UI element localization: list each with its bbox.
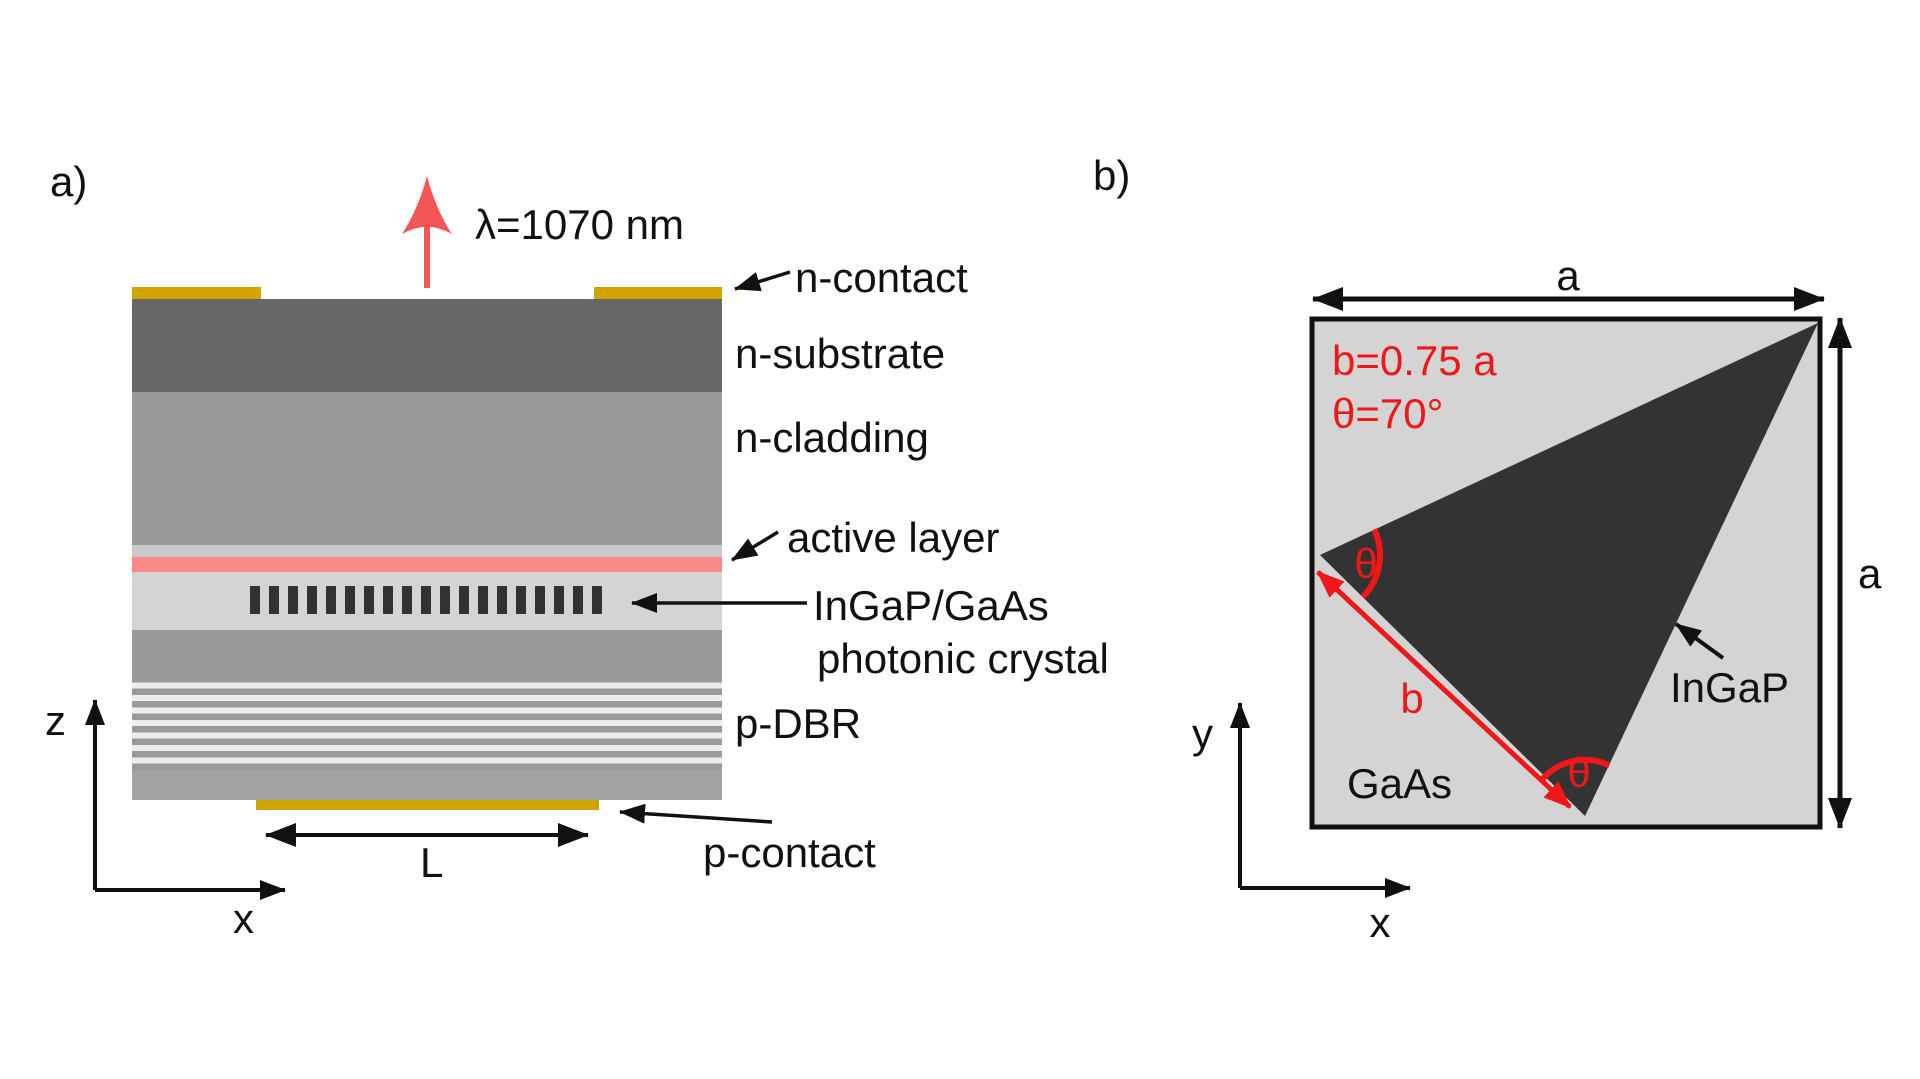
emission-arrow-icon xyxy=(402,176,452,288)
panel-a-axes: z x xyxy=(45,697,286,942)
photonic-crystal-label-line1: InGaP/GaAs xyxy=(813,582,1049,629)
parameter-theta-label: θ=70° xyxy=(1332,390,1443,437)
ingap-label: InGaP xyxy=(1670,664,1789,711)
spacer-layer xyxy=(132,545,722,557)
lattice-constant-label-right: a xyxy=(1858,550,1882,597)
edge-b-label: b xyxy=(1400,675,1423,722)
n-substrate-layer xyxy=(132,299,722,392)
panel-b-axes: y x xyxy=(1192,702,1411,946)
n-contact-bar-right xyxy=(594,287,722,299)
n-contact-label: n-contact xyxy=(795,254,968,301)
p-contact-pointer-icon xyxy=(619,803,773,824)
ingap-pointer-icon xyxy=(1674,622,1725,660)
active-layer-pointer-icon xyxy=(731,530,779,562)
active-layer-label: active layer xyxy=(787,514,999,561)
lattice-constant-label-top: a xyxy=(1556,252,1580,299)
panel-a-tag: a) xyxy=(50,158,87,205)
bottom-layer xyxy=(132,770,722,800)
emission-wavelength-label: λ=1070 nm xyxy=(475,201,684,248)
n-contact-bar-left xyxy=(132,287,261,299)
panel-b-tag: b) xyxy=(1093,152,1130,199)
p-contact-label: p-contact xyxy=(703,829,876,876)
n-cladding-layer xyxy=(132,392,722,545)
layer-labels: n-contact n-substrate n-cladding active … xyxy=(619,254,1109,876)
p-dbr-label: p-DBR xyxy=(735,700,861,747)
n-substrate-label: n-substrate xyxy=(735,330,945,377)
layer-stack xyxy=(132,287,722,810)
panel-a: a) λ=1070 nm n-contact n-substrate n-cla… xyxy=(45,158,1109,942)
z-axis-label: z xyxy=(45,697,66,744)
photonic-crystal-bars xyxy=(250,586,602,614)
p-contact-bar xyxy=(256,800,599,810)
panel-b: b) a a b=0.75 a θ=70° θ θ b InGaP GaAs y xyxy=(1093,152,1882,946)
parameter-b-label: b=0.75 a xyxy=(1332,337,1497,384)
n-contact-pointer-icon xyxy=(734,270,791,292)
length-dimension-label: L xyxy=(420,839,443,886)
p-cladding-layer xyxy=(132,630,722,676)
theta-symbol-left: θ xyxy=(1354,540,1377,587)
p-dbr-stripes xyxy=(132,676,722,770)
active-layer xyxy=(132,557,722,572)
ingap-triangle xyxy=(1320,323,1818,816)
x-axis-label-b: x xyxy=(1370,899,1391,946)
y-axis-label: y xyxy=(1192,710,1213,757)
gaas-label: GaAs xyxy=(1347,760,1452,807)
edge-b-arrow xyxy=(1316,570,1572,809)
n-cladding-label: n-cladding xyxy=(735,414,929,461)
photonic-crystal-label-line2: photonic crystal xyxy=(817,635,1109,682)
theta-symbol-bottom: θ xyxy=(1567,749,1590,796)
x-axis-label-a: x xyxy=(233,895,254,942)
